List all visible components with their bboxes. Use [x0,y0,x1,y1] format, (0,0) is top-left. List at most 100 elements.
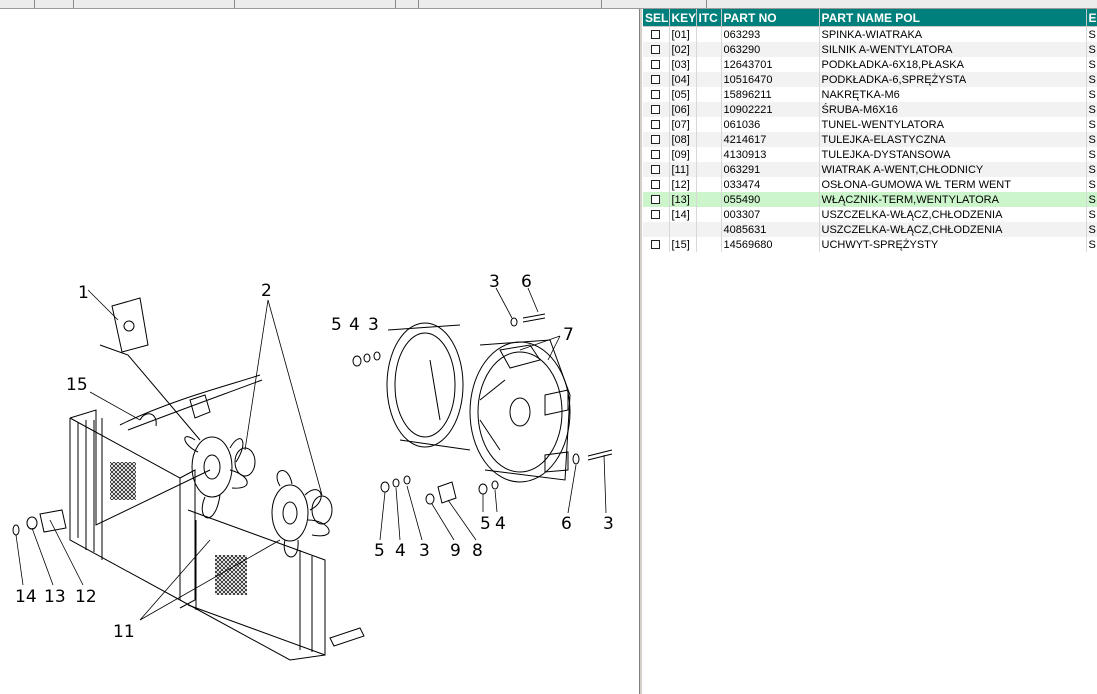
select-cell[interactable] [643,177,670,192]
itc-cell [696,42,722,57]
itc-cell [696,72,722,87]
select-cell[interactable] [643,26,670,42]
callout-label: 9 [450,541,461,561]
part-no-cell: 10516470 [721,72,820,87]
key-cell: [12] [669,177,697,192]
select-cell[interactable] [643,162,670,177]
select-cell[interactable] [643,42,670,57]
callout-label: 8 [472,541,483,561]
key-cell: [09] [669,147,697,162]
toolbar-tab[interactable] [602,0,707,8]
extra-cell: S [1086,192,1097,207]
part-name-cell: PODKŁADKA-6X18,PŁASKA [819,57,1087,72]
toolbar-tab[interactable] [396,0,419,8]
row-checkbox[interactable] [651,150,661,160]
callout-label: 1 [78,283,89,303]
row-checkbox[interactable] [651,120,661,130]
part-no-cell: 4130913 [721,147,820,162]
part-name-cell: ŚRUBA-M6X16 [819,102,1087,117]
column-header-part-no[interactable]: PART NO [721,9,820,27]
part-name-cell: USZCZELKA-WŁĄCZ,CHŁODZENIA [819,207,1087,222]
extra-cell: S [1086,72,1097,87]
row-checkbox[interactable] [651,240,661,250]
row-checkbox[interactable] [651,45,661,55]
column-header-itc[interactable]: ITC [696,9,722,27]
select-cell[interactable] [643,72,670,87]
pane-splitter[interactable] [639,9,643,694]
select-cell[interactable] [643,222,670,237]
key-cell: [14] [669,207,697,222]
column-header-sel[interactable]: SEL [643,9,670,27]
column-header-extra[interactable]: E [1086,9,1097,27]
row-checkbox[interactable] [651,135,661,145]
select-cell[interactable] [643,207,670,222]
row-checkbox[interactable] [651,165,661,175]
fan-left [184,436,256,519]
column-header-part-name[interactable]: PART NAME POL [819,9,1087,27]
select-cell[interactable] [643,132,670,147]
parts-list-panel: SEL KEY ITC PART NO PART NAME POL E [01]… [643,9,1097,694]
part-no-cell: 061036 [721,117,820,132]
row-checkbox[interactable] [651,60,661,70]
toolbar-tab[interactable] [0,0,35,8]
extra-cell: S [1086,237,1097,252]
fan-shroud [386,322,571,483]
extra-cell: S [1086,87,1097,102]
select-cell[interactable] [643,237,670,252]
part-no-cell: 063293 [721,26,820,42]
fan-right [271,470,333,558]
callout-label: 6 [521,272,532,292]
key-cell: [03] [669,57,697,72]
select-cell[interactable] [643,147,670,162]
itc-cell [696,87,722,102]
row-checkbox[interactable] [651,195,661,205]
toolbar-tab[interactable] [419,0,602,8]
callouts: 1 2 15 3 6 5 4 3 7 14 13 12 11 5 4 6 5 4… [15,272,614,642]
row-checkbox[interactable] [651,105,661,115]
toolbar-tab[interactable] [35,0,74,8]
row-checkbox[interactable] [651,210,661,220]
diagram-canvas: 1 2 15 3 6 5 4 3 7 14 13 12 11 5 4 6 5 4… [12,272,614,661]
part-name-cell: USZCZELKA-WŁĄCZ,CHŁODZENIA [819,222,1087,237]
extra-cell: S [1086,132,1097,147]
part-name-cell: PODKŁADKA-6,SPRĘŻYSTA [819,72,1087,87]
part-name-cell: WŁĄCZNIK-TERM,WENTYLATORA [819,192,1087,207]
fan-clip [111,297,149,353]
toolbar-tab[interactable] [74,0,235,8]
part-name-cell: NAKRĘTKA-M6 [819,87,1087,102]
callout-label: 4 [349,315,360,335]
select-cell[interactable] [643,117,670,132]
callout-label: 3 [603,514,614,534]
toolbar-tab[interactable] [235,0,396,8]
exploded-parts-diagram: 1 2 15 3 6 5 4 3 7 14 13 12 11 5 4 6 5 4… [0,9,639,694]
select-cell[interactable] [643,192,670,207]
select-cell[interactable] [643,87,670,102]
select-cell[interactable] [643,57,670,72]
row-checkbox[interactable] [651,30,661,40]
extra-cell: S [1086,42,1097,57]
row-checkbox[interactable] [651,90,661,100]
callout-label: 2 [261,281,272,301]
itc-cell [696,57,722,72]
row-checkbox[interactable] [651,180,661,190]
column-header-key[interactable]: KEY [669,9,697,27]
row-checkbox[interactable] [651,75,661,85]
select-cell[interactable] [643,102,670,117]
callout-label: 13 [44,587,66,607]
